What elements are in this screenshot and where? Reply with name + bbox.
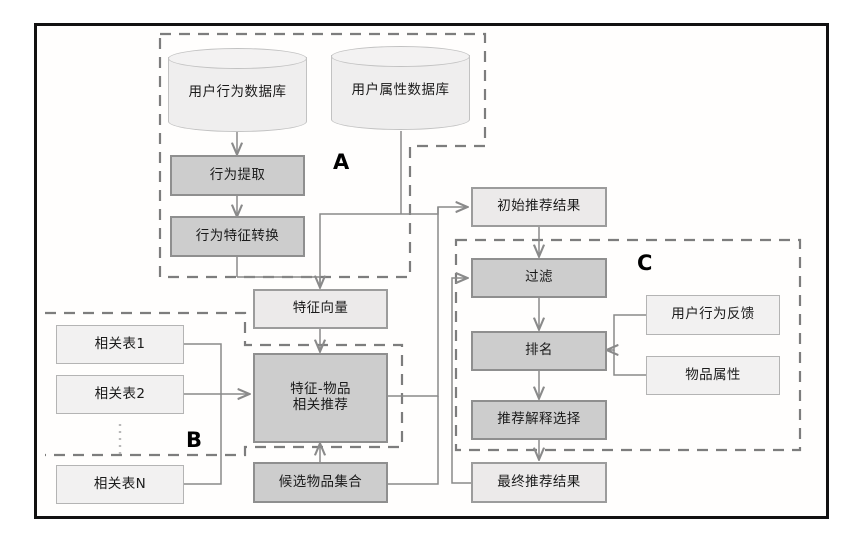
db-user-behavior-label: 用户行为数据库 — [188, 84, 287, 100]
node-final-recommend-result[interactable]: 最终推荐结果 — [471, 462, 607, 503]
node-feature-item-recommend-label: 特征-物品 相关推荐 — [290, 381, 351, 413]
node-relation-table-n[interactable]: 相关表N — [56, 465, 184, 504]
cylinder-top — [168, 48, 307, 69]
node-initial-recommend-result-label: 初始推荐结果 — [497, 198, 581, 215]
node-behavior-feature-convert[interactable]: 行为特征转换 — [170, 216, 305, 257]
node-feature-item-recommend[interactable]: 特征-物品 相关推荐 — [253, 353, 388, 443]
node-item-attribute-label: 物品属性 — [685, 366, 741, 383]
node-relation-table-2-label: 相关表2 — [94, 385, 146, 402]
node-user-behavior-feedback[interactable]: 用户行为反馈 — [646, 295, 780, 335]
node-initial-recommend-result[interactable]: 初始推荐结果 — [471, 187, 607, 227]
node-feature-vector[interactable]: 特征向量 — [253, 289, 388, 329]
node-filter[interactable]: 过滤 — [471, 258, 607, 298]
cylinder-body — [168, 57, 307, 132]
db-user-attribute-label: 用户属性数据库 — [351, 82, 450, 98]
node-explain-selection[interactable]: 推荐解释选择 — [471, 400, 607, 440]
group-label-b: B — [186, 428, 203, 452]
node-user-behavior-feedback-label: 用户行为反馈 — [671, 306, 755, 323]
node-final-recommend-result-label: 最终推荐结果 — [497, 473, 581, 490]
node-feature-vector-label: 特征向量 — [292, 300, 349, 317]
node-behavior-extraction[interactable]: 行为提取 — [170, 155, 305, 196]
node-relation-table-1-label: 相关表1 — [94, 335, 146, 352]
db-user-attribute: 用户属性数据库 — [331, 46, 470, 130]
node-filter-label: 过滤 — [525, 269, 553, 286]
group-label-a: A — [333, 150, 350, 174]
node-behavior-extraction-label: 行为提取 — [209, 166, 266, 183]
node-behavior-feature-convert-label: 行为特征转换 — [195, 227, 280, 244]
node-ranking[interactable]: 排名 — [471, 331, 607, 371]
node-relation-table-1[interactable]: 相关表1 — [56, 325, 184, 364]
node-relation-table-2[interactable]: 相关表2 — [56, 375, 184, 414]
node-candidate-item-set[interactable]: 候选物品集合 — [253, 462, 388, 503]
node-item-attribute[interactable]: 物品属性 — [646, 356, 780, 395]
node-explain-selection-label: 推荐解释选择 — [497, 411, 581, 428]
node-relation-table-n-label: 相关表N — [93, 475, 147, 492]
node-candidate-item-set-label: 候选物品集合 — [278, 473, 363, 490]
node-ranking-label: 排名 — [525, 342, 553, 359]
db-user-behavior: 用户行为数据库 — [168, 48, 307, 132]
cylinder-body — [331, 55, 470, 130]
group-label-c: C — [637, 251, 653, 275]
cylinder-top — [331, 46, 470, 67]
